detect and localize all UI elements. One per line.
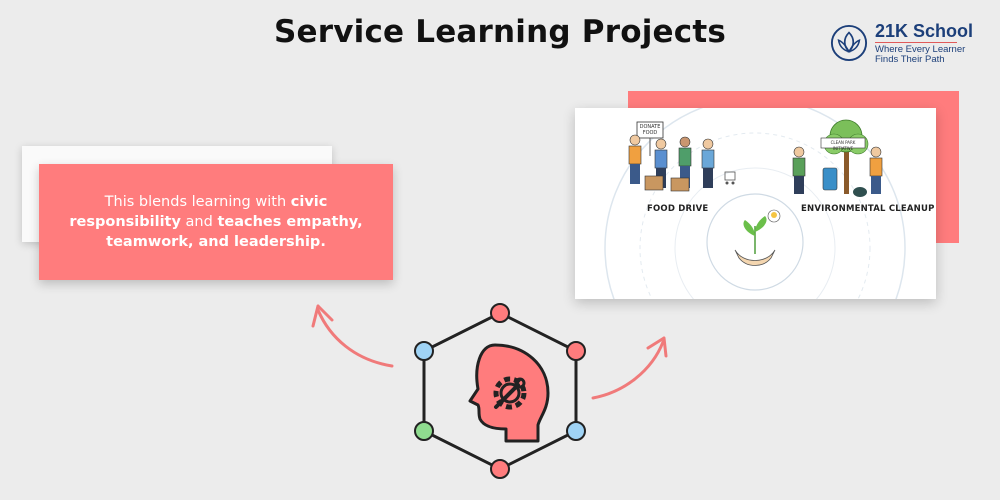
service-illustration: DONATE FOOD CLEAN PARK INITIATIVE FOOD D… (575, 108, 936, 299)
environmental-cleanup-label: ENVIRONMENTAL CLEANUP (801, 204, 935, 214)
arrow-to-card-icon (311, 304, 394, 368)
node-upper-left (414, 341, 434, 361)
head-gear-wrench-icon (468, 343, 550, 443)
node-bottom (490, 459, 510, 479)
logo-name: 21K School (875, 21, 974, 41)
node-top (490, 303, 510, 323)
node-lower-right (566, 421, 586, 441)
node-lower-left (414, 421, 434, 441)
info-card: This blends learning with civic responsi… (39, 164, 393, 280)
school-logo[interactable]: 21K School Where Every Learner Finds The… (830, 22, 973, 65)
food-drive-people (628, 121, 736, 192)
empathy-teamwork-text: teaches empathy, teamwork, and leadershi… (106, 214, 363, 250)
food-drive-label: FOOD DRIVE (647, 204, 709, 214)
illustration-art (604, 108, 906, 299)
page-title: Service Learning Projects (273, 14, 726, 50)
logo-underline (875, 41, 957, 43)
logo-tagline-2: Finds Their Path (875, 53, 945, 65)
lotus-icon (830, 25, 868, 62)
node-upper-right (566, 341, 586, 361)
network-head-graphic (414, 303, 586, 479)
arrow-to-illustration-icon (591, 336, 668, 400)
cleanup-people (792, 119, 883, 197)
info-card-text: This blends learning with civic responsi… (69, 194, 363, 250)
plant-hands-emblem (706, 193, 804, 291)
clean-park-sign: CLEAN PARK INITIATIVE (830, 140, 856, 151)
donate-food-sign: DONATE FOOD (639, 124, 661, 136)
civic-responsibility-text: civic responsibility (69, 194, 328, 230)
logo-tagline-1: Where Every Learner (875, 43, 966, 55)
